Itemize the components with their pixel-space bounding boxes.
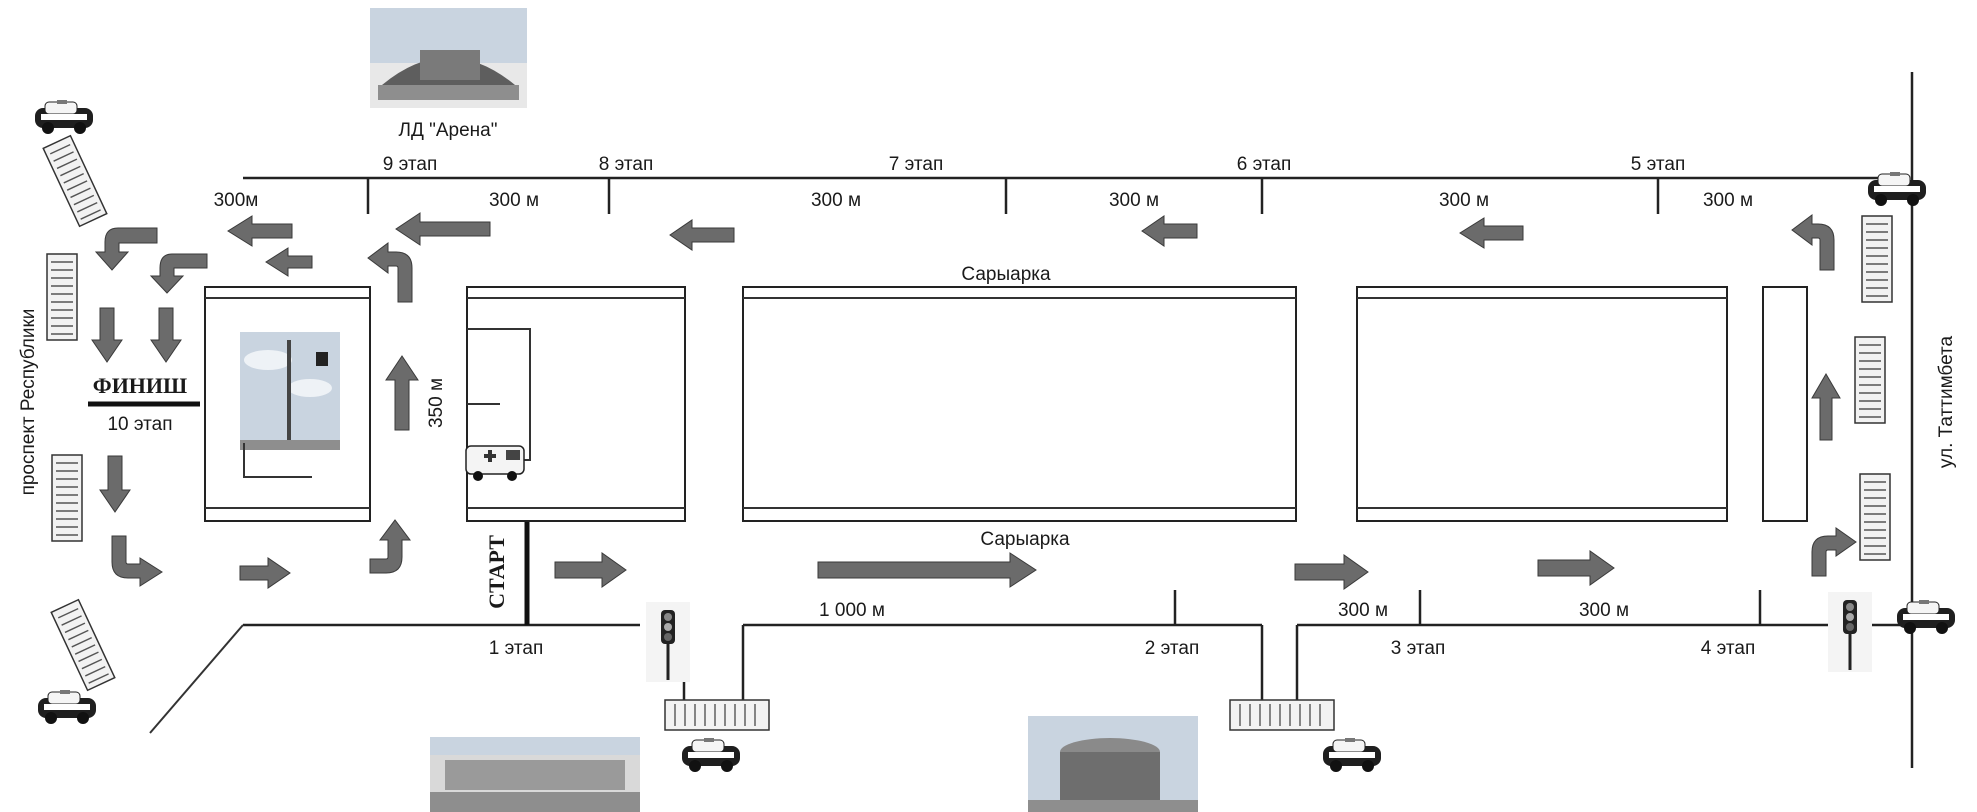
road-barrier-icon <box>50 598 116 692</box>
route-arrow-icon <box>239 557 291 589</box>
distance-label: 300 м <box>489 190 539 211</box>
route-arrow-icon <box>99 455 131 513</box>
road-barrier-icon <box>42 134 108 228</box>
block-second <box>466 286 686 522</box>
distance-label: 300 м <box>1338 600 1388 621</box>
distance-label: 300 м <box>1109 190 1159 211</box>
route-arrow-icon <box>265 247 313 277</box>
road-barrier-icon <box>1861 215 1893 303</box>
distance-label-vertical: 350 м <box>426 378 447 428</box>
stage-4-label: 4 этап <box>1701 638 1755 659</box>
distance-label: 300м <box>214 190 259 211</box>
police-car-icon <box>681 737 741 773</box>
road-barrier-icon <box>46 253 78 341</box>
police-car-icon <box>34 99 94 135</box>
police-car-icon <box>1896 599 1956 635</box>
route-arrow-icon <box>1811 527 1857 577</box>
route-arrow-icon <box>1537 550 1615 586</box>
distance-label: 300 м <box>1703 190 1753 211</box>
route-arrow-icon <box>669 219 735 251</box>
road-barrier-icon <box>1859 473 1891 561</box>
building-photo <box>430 737 640 812</box>
route-arrow-icon <box>395 212 491 246</box>
stage-7-label: 7 этап <box>889 154 943 175</box>
route-arrow-icon <box>1459 217 1524 249</box>
block-center <box>742 286 1297 522</box>
route-arrow-icon <box>1811 373 1841 441</box>
distance-label: 300 м <box>811 190 861 211</box>
route-arrow-icon <box>1294 554 1369 590</box>
traffic-light-icon <box>1826 590 1874 674</box>
road-barrier-icon <box>51 454 83 542</box>
route-arrow-icon <box>1141 215 1198 247</box>
police-car-icon <box>1322 737 1382 773</box>
route-arrow-icon <box>554 552 627 588</box>
stage-2-label: 2 этап <box>1145 638 1199 659</box>
start-label: СТАРТ <box>484 535 509 609</box>
distance-label: 1 000 м <box>819 600 885 621</box>
road-barrier-icon <box>1854 336 1886 424</box>
stage-6-label: 6 этап <box>1237 154 1291 175</box>
route-arrow-icon <box>149 253 208 294</box>
route-arrow-icon <box>1791 214 1835 271</box>
traffic-light-icon <box>644 600 692 684</box>
ambulance-icon <box>465 445 525 481</box>
stage-3-label: 3 этап <box>1391 638 1445 659</box>
route-arrow-icon <box>369 519 411 574</box>
arena-photo <box>370 8 527 108</box>
stage-8-label: 8 этап <box>599 154 653 175</box>
street-label-top: Сарыарка <box>961 264 1051 285</box>
block-narrow <box>1762 286 1808 522</box>
route-arrow-icon <box>111 535 163 587</box>
road-diagonal <box>149 624 244 734</box>
monument-photo <box>240 332 340 478</box>
route-arrow-icon <box>91 307 123 363</box>
street-label-bottom: Сарыарка <box>980 529 1070 550</box>
finish-label: ФИНИШ <box>93 373 187 398</box>
stage-5-label: 5 этап <box>1631 154 1685 175</box>
road-barrier-icon <box>1229 699 1335 731</box>
stage-10-label: 10 этап <box>107 414 172 435</box>
arena-label: ЛД "Арена" <box>399 120 498 141</box>
route-arrow-icon <box>367 242 413 303</box>
route-arrow-icon <box>150 307 182 363</box>
route-arrow-icon <box>817 552 1037 588</box>
route-arrow-icon <box>385 355 419 431</box>
block-right <box>1356 286 1728 522</box>
street-label-right: ул. Таттимбета <box>1936 335 1957 468</box>
route-arrow-icon <box>227 215 293 247</box>
rotunda-photo <box>1028 716 1198 812</box>
police-car-icon <box>37 689 97 725</box>
avenue-label-left: проспект Республики <box>18 309 39 496</box>
road-barrier-icon <box>664 699 770 731</box>
stage-9-label: 9 этап <box>383 154 437 175</box>
distance-label: 300 м <box>1439 190 1489 211</box>
route-arrow-icon <box>94 227 158 271</box>
distance-label: 300 м <box>1579 600 1629 621</box>
stage-1-label: 1 этап <box>489 638 543 659</box>
